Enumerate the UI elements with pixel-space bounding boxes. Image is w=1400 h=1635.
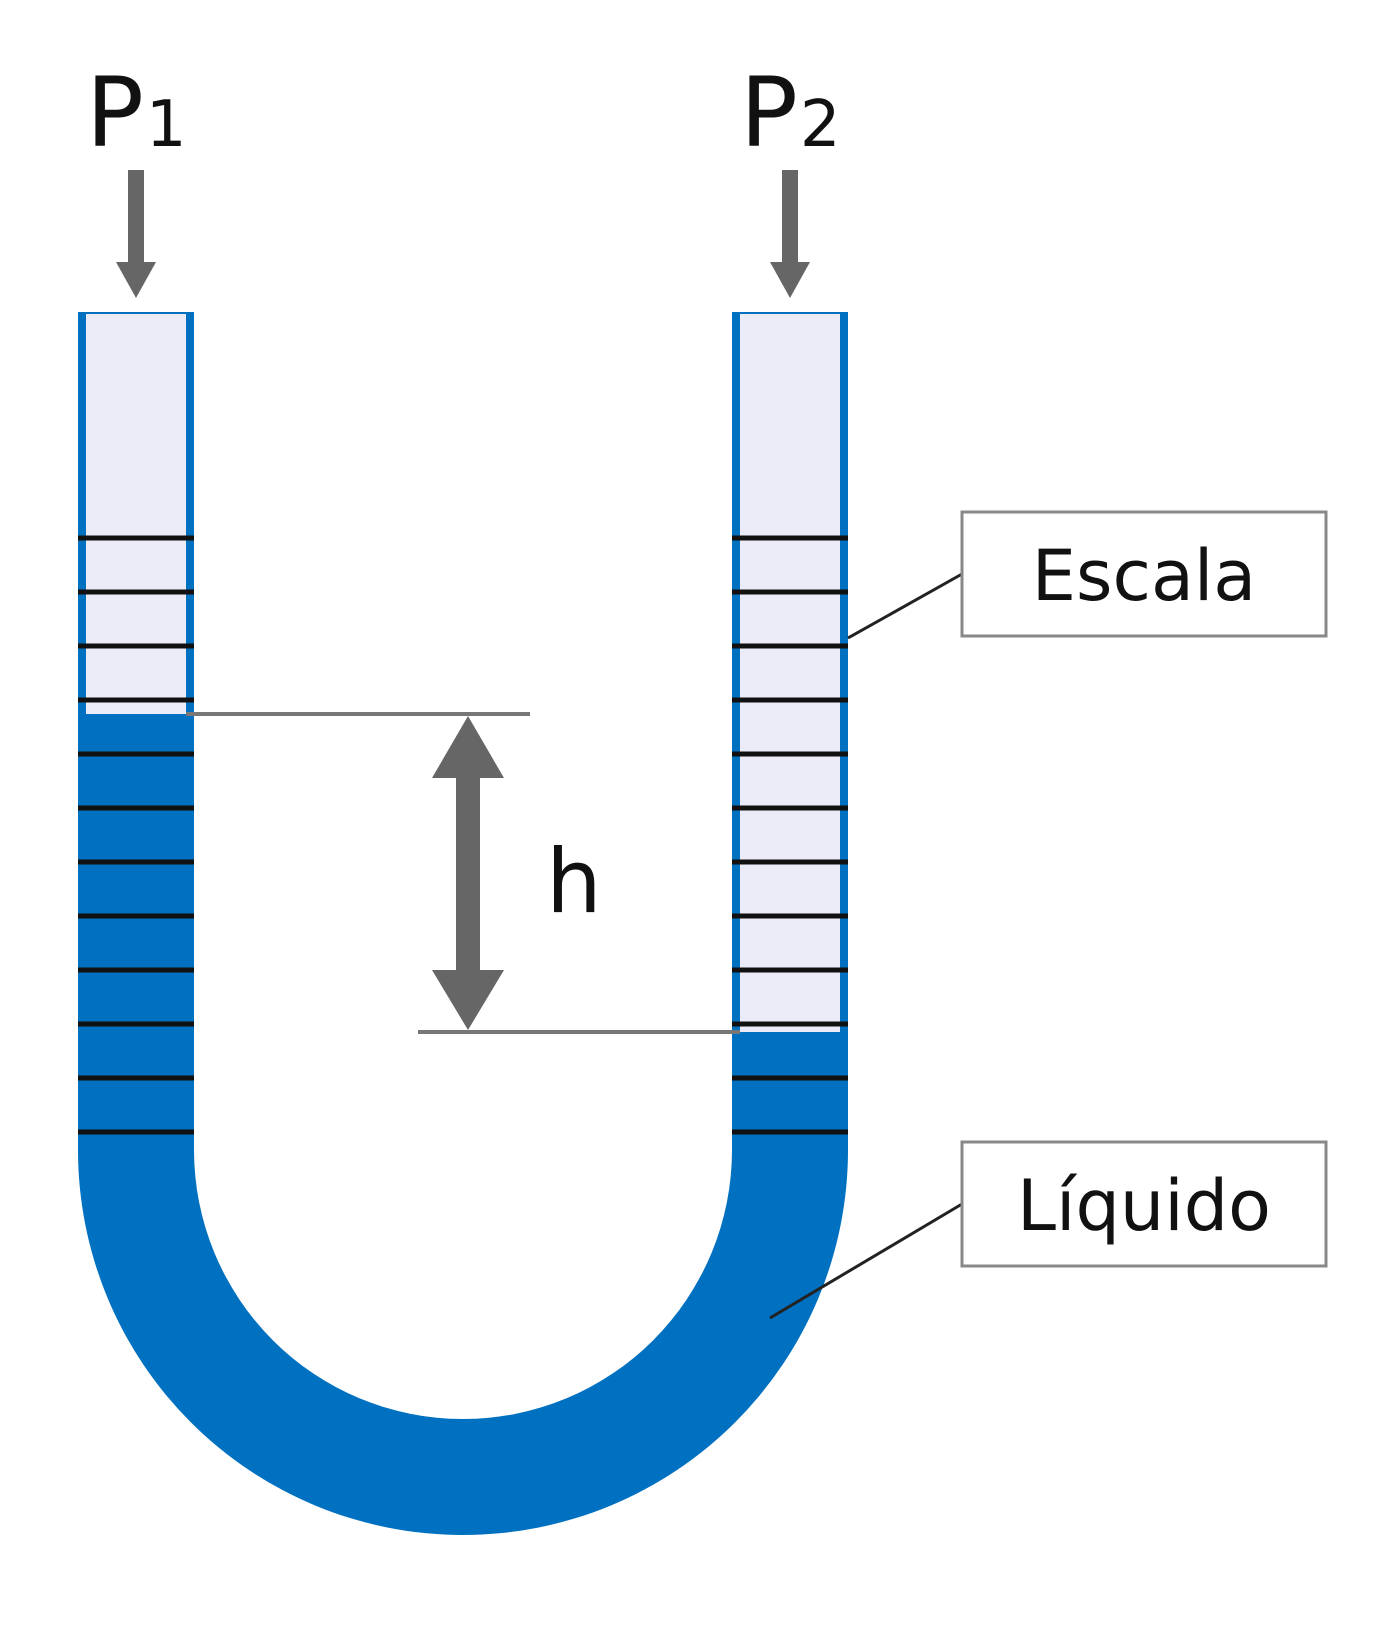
double-arrow-vertical-icon bbox=[432, 716, 504, 1030]
p2-label: P2 bbox=[740, 57, 841, 169]
right-tube-air bbox=[740, 314, 840, 1032]
scale-leader-line bbox=[847, 572, 963, 640]
right-tube bbox=[732, 312, 848, 1135]
liquid-callout-label: Líquido bbox=[1017, 1165, 1271, 1247]
left-tube bbox=[78, 312, 194, 1135]
liquid-leader-line bbox=[769, 1202, 963, 1320]
left-tube-air bbox=[86, 314, 186, 714]
scale-callout-box bbox=[960, 510, 1328, 638]
liquid-callout-box bbox=[960, 1140, 1328, 1268]
liquid-bend bbox=[78, 1120, 848, 1535]
height-label: h bbox=[546, 830, 602, 933]
scale-callout-label: Escala bbox=[1032, 535, 1256, 617]
p2-arrow-down-icon bbox=[770, 170, 810, 298]
p1-label: P1 bbox=[86, 57, 187, 169]
left-scale-marks bbox=[78, 535, 194, 1135]
p1-arrow-down-icon bbox=[116, 170, 156, 298]
right-scale-marks bbox=[732, 535, 848, 1135]
